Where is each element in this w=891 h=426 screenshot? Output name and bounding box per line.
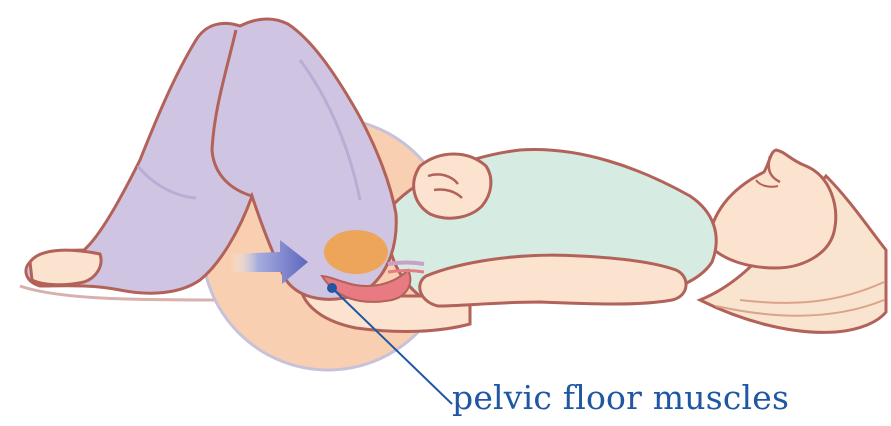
upper-arm	[414, 154, 491, 218]
left-foot	[30, 250, 101, 285]
callout-dot	[327, 283, 337, 293]
callout-label: pelvic floor muscles	[452, 378, 789, 418]
organ	[324, 230, 388, 274]
head	[708, 150, 836, 268]
